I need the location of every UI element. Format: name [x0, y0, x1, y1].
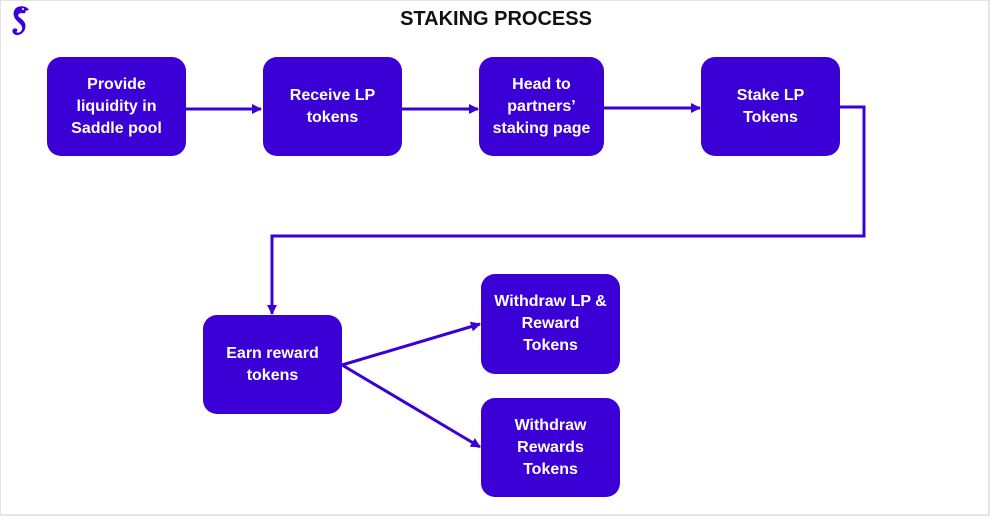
step-withdraw-rewards: Withdraw Rewards Tokens	[481, 398, 620, 497]
step-withdraw-lp-reward: Withdraw LP & Reward Tokens	[481, 274, 620, 374]
step-stake-lp: Stake LP Tokens	[701, 57, 840, 156]
step-head-to-partners: Head to partners’ staking page	[479, 57, 604, 156]
arrow-stake-to-earn	[267, 105, 866, 315]
step-earn-reward: Earn reward tokens	[203, 315, 342, 414]
step-receive-lp: Receive LP tokens	[263, 57, 402, 156]
step-label: Stake LP Tokens	[736, 86, 805, 126]
step-label: Withdraw LP & Reward Tokens	[494, 293, 607, 354]
step-provide-liquidity: Provide liquidity in Saddle pool	[47, 57, 186, 156]
step-label: Earn reward tokens	[226, 344, 319, 384]
step-label: Receive LP tokens	[289, 86, 376, 126]
arrow-earn-to-withdraw-rewards	[341, 363, 481, 449]
page-title: STAKING PROCESS	[400, 8, 592, 30]
step-label: Head to partners’ staking page	[492, 75, 591, 137]
arrow-earn-to-withdraw-lp	[341, 321, 481, 367]
seahorse-logo-icon	[12, 6, 29, 36]
step-label: Provide liquidity in Saddle pool	[71, 75, 162, 137]
step-label: Withdraw Rewards Tokens	[514, 416, 587, 478]
